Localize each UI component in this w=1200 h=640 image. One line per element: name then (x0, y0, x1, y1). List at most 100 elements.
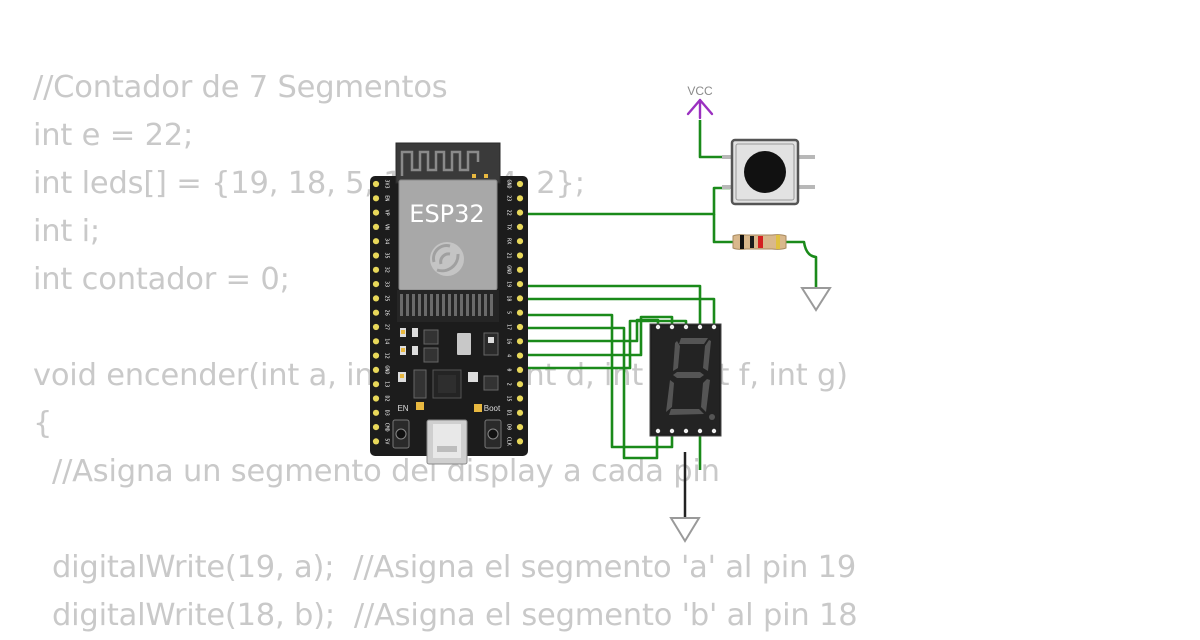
left-header-pin (372, 338, 380, 345)
right-header-pin (516, 409, 524, 416)
wire-resistor-gnd (786, 240, 818, 288)
right-pin-label: 0 (505, 368, 511, 371)
right-pin-label: 17 (505, 324, 511, 330)
right-header-pin (516, 323, 524, 331)
code-line: int i; (33, 214, 101, 249)
code-line: digitalWrite(18, b); //Asigna el segment… (33, 598, 858, 633)
right-header-pin (516, 223, 524, 230)
code-line: int e = 22; (33, 118, 194, 153)
ground-symbol (669, 452, 701, 543)
right-pin-label: 22 (505, 210, 511, 216)
left-pin-label: D3 (383, 410, 389, 416)
code-line: int contador = 0; (33, 262, 290, 297)
right-pin-label: 2 (505, 383, 511, 386)
left-header-pin (372, 309, 380, 316)
left-header-pin (372, 366, 380, 373)
en-label: EN (397, 404, 408, 413)
left-pin-label: 26 (383, 310, 389, 316)
left-pin-label: 35 (383, 252, 389, 258)
left-header-pin (372, 409, 380, 416)
left-header-pin (372, 238, 380, 245)
wire-seg-c (520, 313, 674, 449)
left-pin-label: VN (383, 224, 389, 230)
wire-seg-g (520, 319, 688, 370)
right-pin-label: D1 (505, 410, 511, 416)
right-pin-label: GND (505, 265, 511, 274)
code-line: digitalWrite(19, a); //Asigna el segment… (33, 550, 857, 585)
right-pin-label: GND (505, 179, 511, 188)
left-header-pin (372, 381, 380, 388)
left-header-pin (372, 281, 380, 288)
right-header-pin (516, 395, 524, 402)
left-pin-label: 14 (383, 338, 389, 344)
right-header-pin (516, 281, 524, 288)
left-header-pin (372, 424, 380, 431)
left-header-pin (372, 252, 380, 259)
left-pin-label: D2 (383, 395, 389, 401)
resistor (732, 234, 787, 250)
left-pin-label: 25 (383, 295, 389, 301)
right-pin-header (516, 180, 524, 445)
left-pin-label: 32 (383, 267, 389, 273)
right-header-pin (516, 424, 524, 431)
vcc-label: VCC (687, 84, 713, 98)
wire-button-resistor (712, 214, 733, 244)
boot-label: Boot (484, 404, 501, 413)
right-pin-label: CLK (505, 437, 511, 446)
right-pin-label: 5 (505, 311, 511, 314)
wire-pin22-button (520, 186, 730, 216)
display-segments (666, 338, 715, 420)
left-pin-label: EN (383, 195, 389, 201)
code-line: //Contador de 7 Segmentos (33, 70, 448, 105)
left-pin-label: 27 (383, 324, 389, 330)
esp32-board: ESP32 EN Boo (370, 142, 528, 465)
left-header-pin (372, 323, 380, 331)
ground-symbol (800, 287, 832, 312)
left-header-pin (372, 209, 380, 216)
code-line: //Asigna un segmento del display a cada … (33, 454, 720, 489)
left-pin-label: GND (383, 365, 389, 374)
right-pin-label: 19 (505, 281, 511, 287)
right-pin-label: 4 (505, 354, 511, 357)
left-header-pin (372, 438, 380, 445)
left-header-pin (372, 195, 380, 202)
wire-vcc-button (698, 120, 731, 159)
left-pin-label: 34 (383, 238, 389, 244)
left-pin-header (372, 180, 380, 445)
right-header-pin (516, 381, 524, 388)
left-pin-label: 12 (383, 353, 389, 359)
left-pin-labels: 3V3ENVPVN343532332526271412GND13D2D3CMD5… (383, 179, 389, 444)
right-header-pin (516, 366, 524, 373)
right-header-pin (516, 338, 524, 345)
left-header-pin (372, 352, 380, 359)
left-pin-label: 13 (383, 381, 389, 387)
espressif-logo-icon (430, 242, 464, 276)
left-pin-label: 3V3 (383, 179, 389, 188)
right-header-pin (516, 180, 524, 188)
left-header-pin (372, 395, 380, 402)
board-label: ESP32 (409, 200, 484, 228)
wire-seg-a (520, 284, 702, 325)
left-header-pin (372, 295, 380, 302)
wire-seg-d (520, 326, 659, 460)
left-pin-label: VP (383, 210, 389, 216)
button-cap[interactable] (744, 151, 786, 193)
right-pin-label: 18 (505, 295, 511, 301)
seven-segment-display (649, 323, 722, 437)
left-header-pin (372, 266, 380, 273)
right-header-pin (516, 352, 524, 359)
display-pins (655, 324, 717, 434)
right-header-pin (516, 295, 524, 302)
right-pin-label: 15 (505, 395, 511, 401)
wifi-antenna (395, 142, 501, 184)
left-pin-label: CMD (383, 423, 389, 432)
vcc-symbol: VCC (686, 84, 714, 120)
right-pin-label: 16 (505, 338, 511, 344)
right-header-pin (516, 252, 524, 259)
push-button[interactable] (722, 138, 815, 206)
right-pin-label: 21 (505, 252, 511, 258)
wire-seg-e (520, 318, 660, 343)
code-line: { (33, 406, 53, 441)
